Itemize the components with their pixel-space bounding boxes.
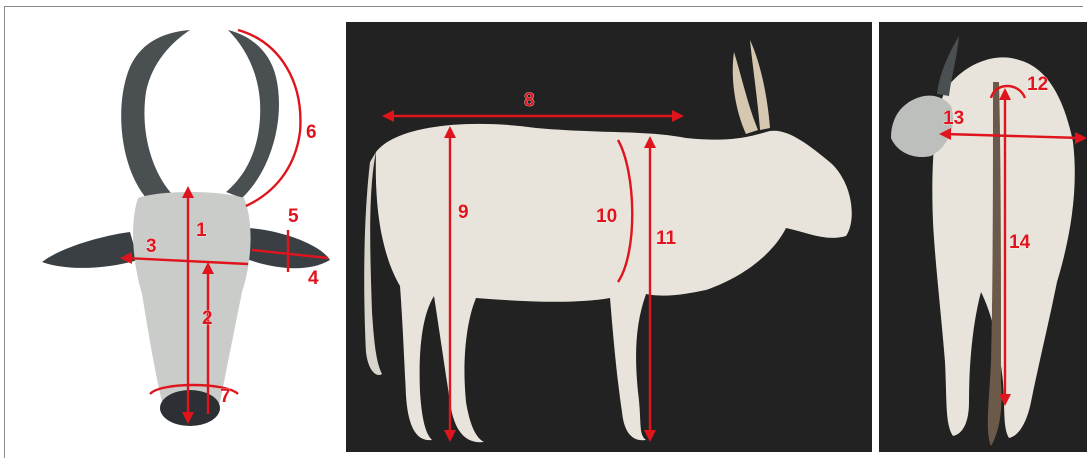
cow-horns (733, 40, 770, 134)
label-11: 11 (656, 228, 677, 249)
label-12: 12 (1027, 74, 1048, 95)
rear-illustration: 12 13 14 (879, 22, 1087, 452)
label-10: 10 (596, 206, 617, 227)
side-illustration: 8 9 10 11 (346, 22, 872, 452)
cow-body (376, 124, 852, 442)
right-horn (226, 30, 279, 198)
label-14: 14 (1009, 232, 1031, 253)
side-photo-panel: 8 9 10 11 (346, 22, 872, 452)
label-1: 1 (196, 220, 207, 241)
label-13: 13 (943, 108, 964, 129)
label-4: 4 (308, 268, 319, 289)
label-6: 6 (306, 122, 317, 143)
label-2: 2 (202, 308, 213, 329)
rear-photo-panel: 12 13 14 (879, 22, 1087, 452)
face (133, 192, 251, 416)
muzzle (160, 390, 220, 426)
label-7: 7 (220, 386, 231, 407)
label-5: 5 (288, 206, 299, 227)
left-horn (121, 30, 190, 200)
head-illustration: 1 2 3 4 5 6 7 (30, 22, 340, 442)
label-9: 9 (458, 202, 469, 223)
head-photo-panel: 1 2 3 4 5 6 7 (30, 22, 340, 442)
label-3: 3 (146, 236, 157, 257)
label-8: 8 (524, 90, 535, 111)
left-ear (42, 232, 138, 268)
